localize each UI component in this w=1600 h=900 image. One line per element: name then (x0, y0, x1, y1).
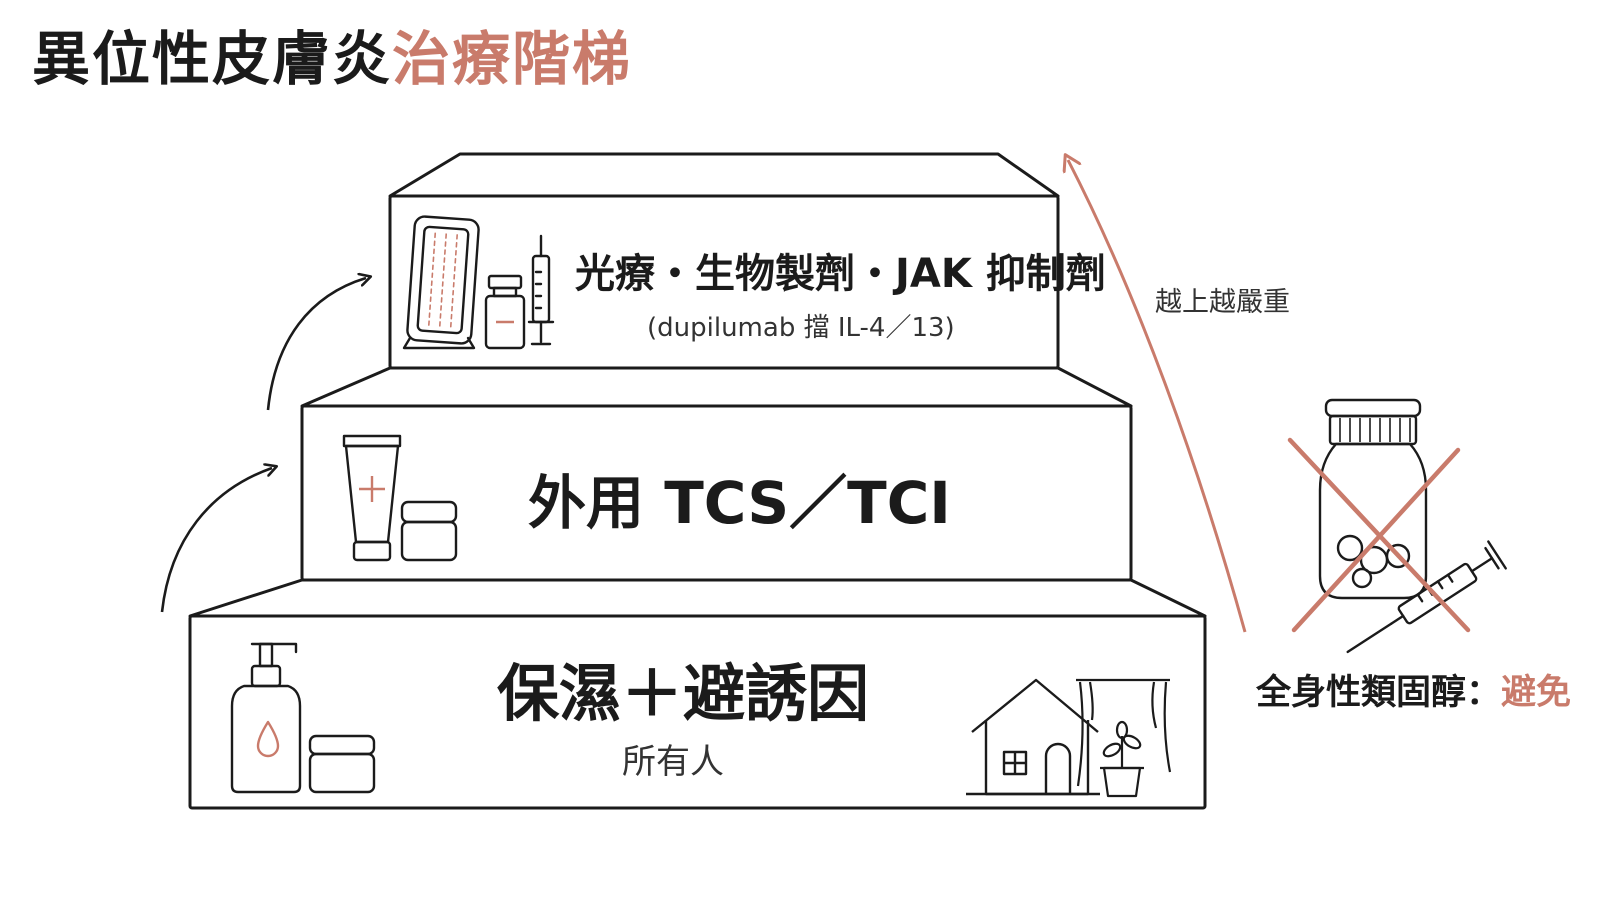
page-title: 異位性皮膚炎治療階梯 (32, 26, 632, 93)
step-up-arrow-lower (160, 468, 272, 613)
severity-label: 越上越嚴重 (1155, 287, 1290, 318)
step-up-arrow-upper (266, 278, 366, 411)
systemic-steroid-label: 全身性類固醇：避免 (1256, 664, 1571, 715)
phototherapy-panel-icon (402, 215, 480, 350)
step-top-sublabel: (dupilumab 擋 IL-4／13) (647, 313, 955, 343)
step-middle-label: 外用 TCS／TCI (528, 469, 951, 537)
potted-plant-icon (1100, 720, 1144, 798)
systemic-steroid-text: 全身性類固醇： (1256, 673, 1502, 713)
pill-bottle-icon (1318, 398, 1428, 600)
cream-jar-icon-bottom (308, 734, 376, 794)
step-bottom-sublabel: 所有人 (622, 742, 724, 782)
cream-tube-icon (342, 434, 402, 562)
vial-icon (484, 274, 526, 350)
systemic-steroid-verdict: 避免 (1501, 673, 1572, 713)
pump-bottle-icon (230, 642, 302, 794)
step-top (388, 152, 1060, 370)
title-main: 異位性皮膚炎 (32, 25, 393, 93)
syringe-icon-top (527, 234, 555, 346)
step-top-label: 光療・生物製劑・JAK 抑制劑 (575, 251, 1106, 297)
step-bottom (188, 578, 1207, 810)
syringe-icon-side (1346, 540, 1507, 654)
title-accent: 治療階梯 (392, 25, 633, 93)
step-bottom-label: 保濕＋避誘因 (497, 657, 870, 730)
cross-mark-icon (1287, 437, 1471, 633)
cream-jar-icon-middle (400, 500, 458, 562)
house-icon (966, 678, 1100, 796)
severity-arrow (1068, 160, 1247, 633)
window-curtain-icon (1076, 678, 1172, 787)
